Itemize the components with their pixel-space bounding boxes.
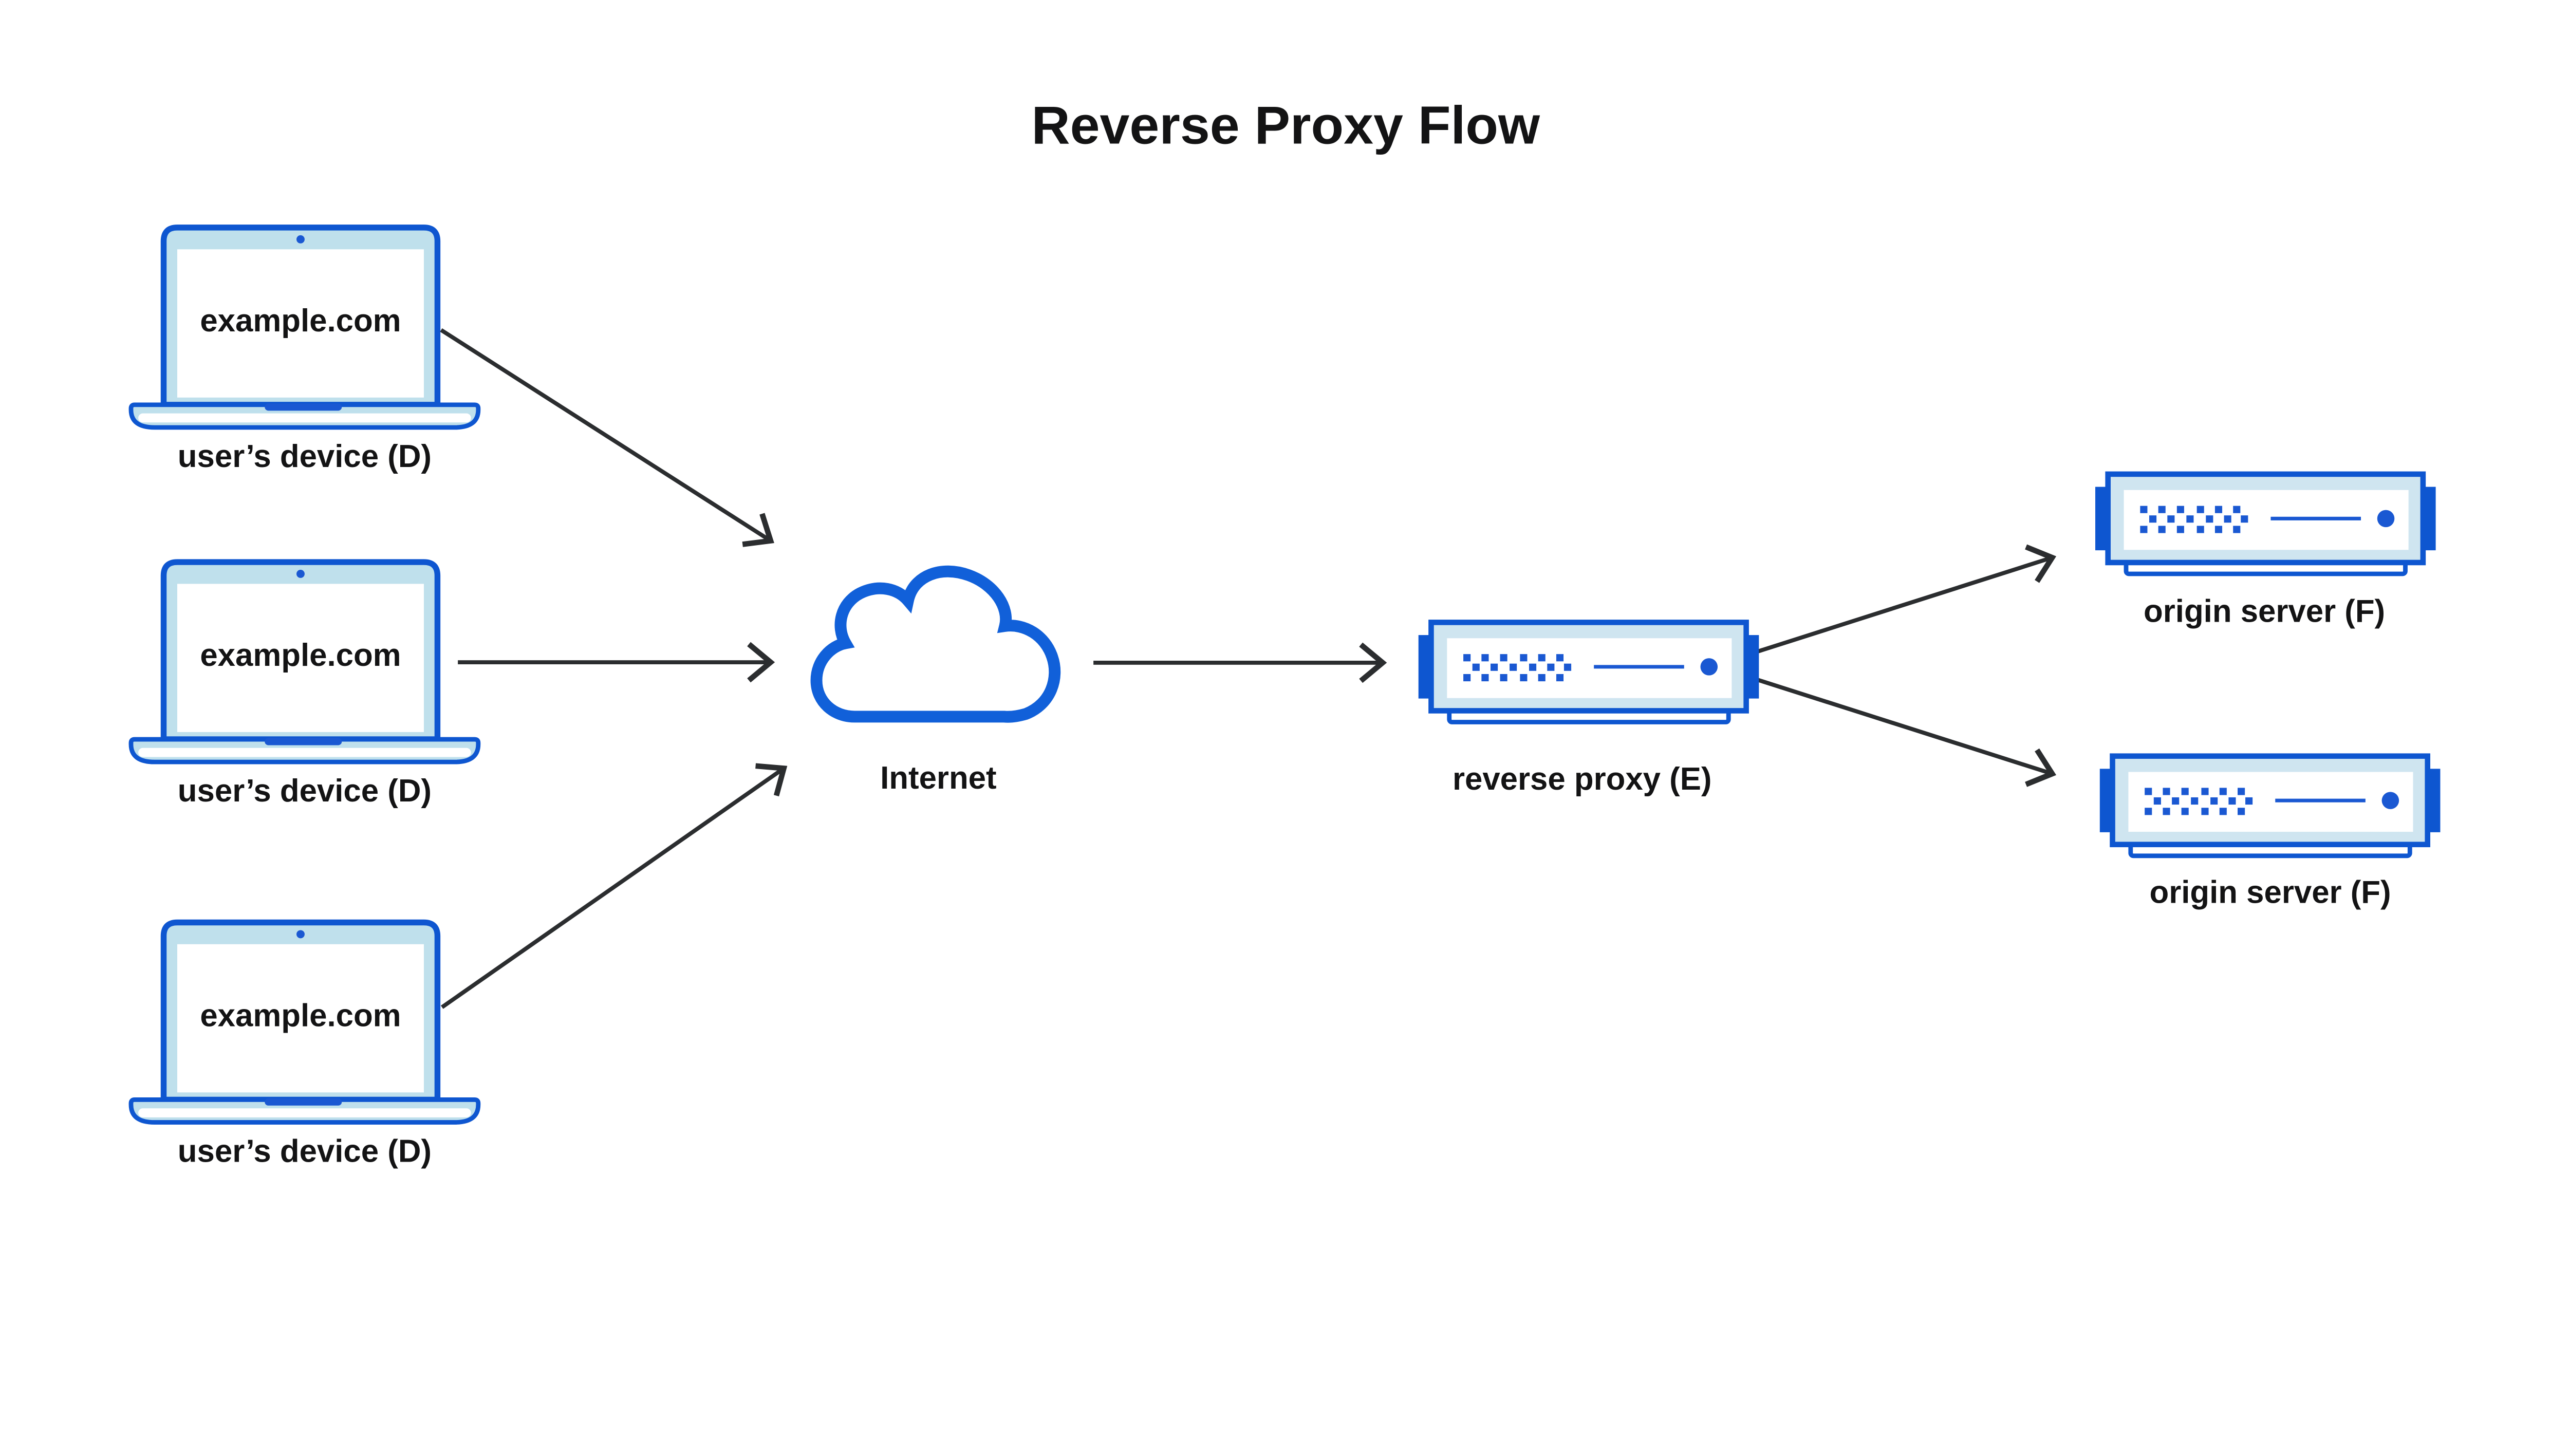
- user-device-1-label: user’s device (D): [178, 439, 432, 474]
- diagram-canvas: Reverse Proxy Flow example.com user’s de…: [0, 96, 2569, 1169]
- laptop-screen-url: example.com: [200, 638, 401, 673]
- node-reverse-proxy: reverse proxy (E): [1419, 622, 1759, 797]
- arrow-device3-to-internet: [440, 763, 788, 1009]
- server-icon: [2095, 474, 2436, 574]
- arrow-reverse-proxy-to-origin2: [1757, 678, 2057, 787]
- reverse-proxy-flow-diagram: Reverse Proxy Flow example.com user’s de…: [0, 96, 2569, 1169]
- diagram-title: Reverse Proxy Flow: [1031, 96, 1540, 156]
- server-icon: [2100, 756, 2441, 856]
- origin-server-1-label: origin server (F): [2144, 594, 2385, 629]
- origin-server-2-label: origin server (F): [2150, 875, 2391, 910]
- node-user-device-1: example.com user’s device (D): [131, 228, 478, 474]
- node-internet: Internet: [810, 565, 1061, 796]
- node-origin-server-2: origin server (F): [2100, 756, 2441, 910]
- node-user-device-2: example.com user’s device (D): [131, 562, 478, 809]
- reverse-proxy-label: reverse proxy (E): [1453, 761, 1712, 797]
- user-device-3-label: user’s device (D): [178, 1133, 432, 1169]
- arrow-reverse-proxy-to-origin1: [1757, 544, 2057, 654]
- laptop-screen-url: example.com: [200, 303, 401, 339]
- cloud-icon: [810, 565, 1061, 723]
- laptop-screen-url: example.com: [200, 998, 401, 1034]
- user-device-2-label: user’s device (D): [178, 773, 432, 809]
- node-user-device-3: example.com user’s device (D): [131, 922, 478, 1169]
- server-icon: [1419, 622, 1759, 722]
- internet-label: Internet: [880, 760, 996, 796]
- arrow-device1-to-internet: [440, 328, 774, 547]
- node-origin-server-1: origin server (F): [2095, 474, 2436, 629]
